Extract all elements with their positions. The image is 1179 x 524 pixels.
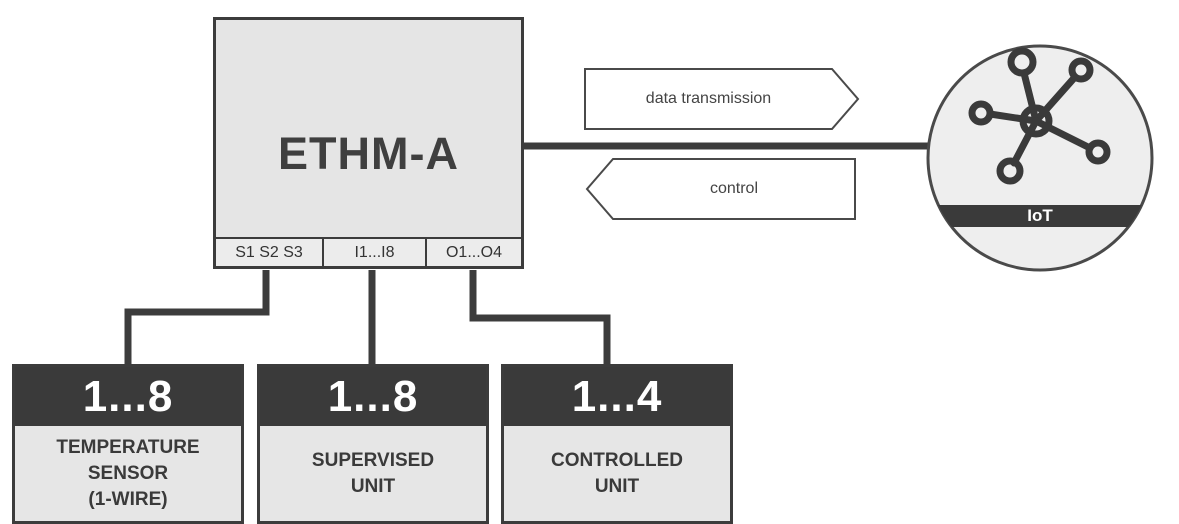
control-label: control xyxy=(709,180,759,197)
unit-label: TEMPERATURE SENSOR (1-WIRE) xyxy=(56,436,200,510)
port-inputs: I1...I8 xyxy=(322,239,425,266)
port-strip: S1 S2 S3 I1...I8 O1...O4 xyxy=(216,237,521,266)
ethm-a-module: ETHM-A S1 S2 S3 I1...I8 O1...O4 xyxy=(213,17,524,269)
unit-count: 1...4 xyxy=(504,367,730,426)
iot-label: IoT xyxy=(1027,206,1053,225)
unit-controlled: 1...4 CONTROLLED UNIT xyxy=(501,364,733,524)
port-outputs: O1...O4 xyxy=(425,239,521,266)
connector-temperature xyxy=(124,270,270,366)
network-hub-icon xyxy=(968,47,1111,185)
unit-count: 1...8 xyxy=(260,367,486,426)
module-title: ETHM-A xyxy=(278,128,459,179)
unit-count: 1...8 xyxy=(15,367,241,426)
unit-label: SUPERVISED UNIT xyxy=(311,449,435,497)
control-arrow xyxy=(585,158,856,220)
unit-temperature-sensor: 1...8 TEMPERATURE SENSOR (1-WIRE) xyxy=(12,364,244,524)
unit-label: CONTROLLED UNIT xyxy=(551,449,683,497)
iot-circle xyxy=(926,44,1154,272)
port-sensors: S1 S2 S3 xyxy=(235,243,303,261)
transmit-arrow xyxy=(584,68,860,130)
unit-supervised: 1...8 SUPERVISED UNIT xyxy=(257,364,489,524)
connector-controlled xyxy=(469,270,611,366)
transmit-label: data transmission xyxy=(645,90,772,107)
iot-band xyxy=(928,205,1152,227)
